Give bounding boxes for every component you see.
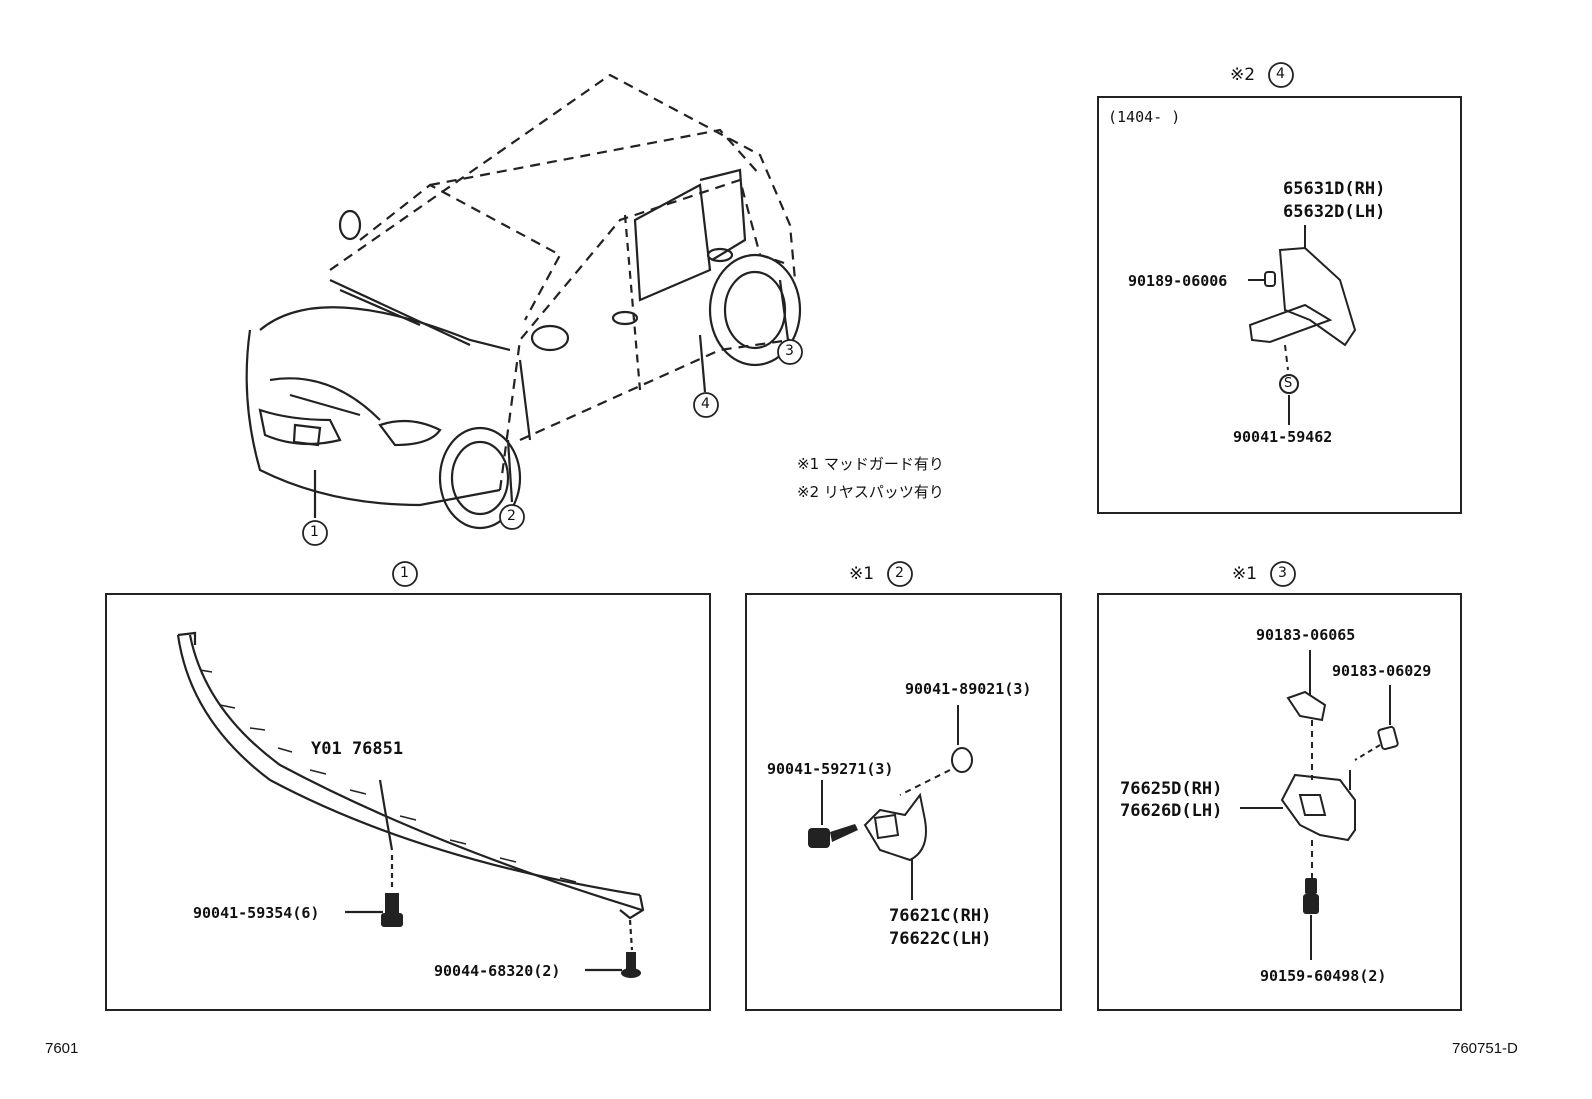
part-90044-68320: 90044-68320(2)	[434, 962, 561, 980]
part-90189-06006: 90189-06006	[1128, 272, 1228, 290]
callout-2: 2	[507, 508, 516, 524]
part-90041-59271: 90041-59271(3)	[767, 760, 894, 778]
part-76625d: 76625D(RH)	[1120, 779, 1223, 799]
note-rear-spats: ※2 リヤスパッツ有り	[797, 483, 944, 501]
page-code-left: 7601	[45, 1040, 79, 1057]
part-76621c: 76621C(RH)	[889, 906, 992, 926]
screw-s-mark: S	[1284, 376, 1293, 391]
part-76626d: 76626D(LH)	[1120, 801, 1223, 821]
part-90041-89021: 90041-89021(3)	[905, 680, 1032, 698]
panel-1-front-spoiler	[105, 593, 711, 1011]
panel-3-mudguard-rear	[1097, 593, 1462, 1011]
part-90183-06029: 90183-06029	[1332, 662, 1432, 680]
panel-2-mudguard-front	[745, 593, 1062, 1011]
part-76622c: 76622C(LH)	[889, 929, 992, 949]
panel-4-rear-spats	[1097, 96, 1462, 514]
part-y01-76851: Y01 76851	[311, 739, 404, 759]
panel-1-number: 1	[400, 565, 409, 581]
callout-3: 3	[785, 343, 794, 359]
callout-4: 4	[701, 396, 710, 412]
part-65632d: 65632D(LH)	[1283, 202, 1386, 222]
panel-4-mark: ※2	[1230, 65, 1256, 85]
part-90041-59462: 90041-59462	[1233, 428, 1333, 446]
part-90183-06065: 90183-06065	[1256, 626, 1356, 644]
panel-2-mark: ※1	[849, 564, 875, 584]
part-90041-59354: 90041-59354(6)	[193, 904, 320, 922]
panel-2-number: 2	[895, 565, 904, 581]
part-90159-60498: 90159-60498(2)	[1260, 967, 1387, 985]
panel-3-mark: ※1	[1232, 564, 1258, 584]
panel-4-date-range: (1404- )	[1108, 108, 1181, 126]
diagram-code-right: 760751-D	[1452, 1040, 1518, 1057]
panel-4-number: 4	[1276, 66, 1285, 82]
note-mudguard: ※1 マッドガード有り	[797, 455, 944, 473]
panel-3-number: 3	[1278, 565, 1287, 581]
part-65631d: 65631D(RH)	[1283, 179, 1386, 199]
callout-1: 1	[310, 524, 319, 540]
